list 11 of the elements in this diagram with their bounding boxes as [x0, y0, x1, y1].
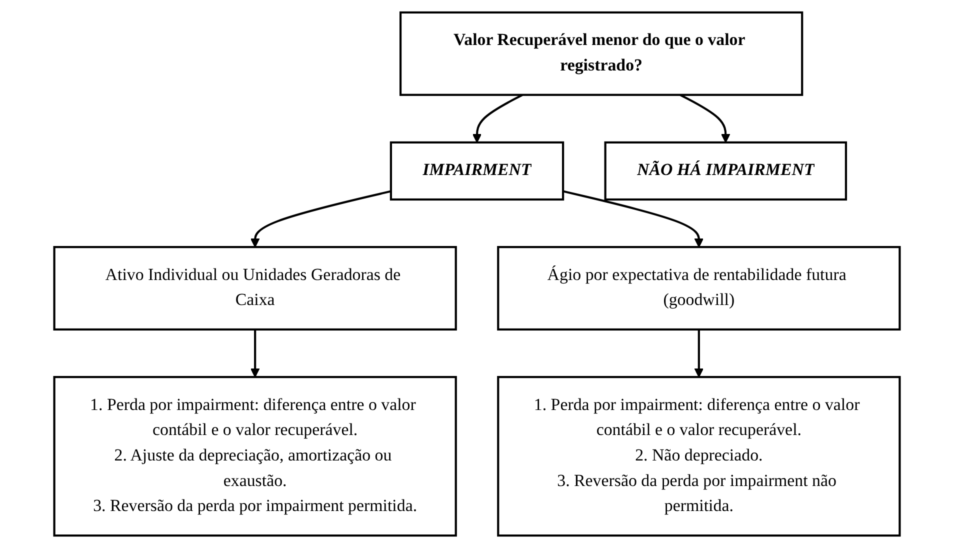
arrow [250, 328, 260, 377]
arrow [679, 93, 730, 142]
node-box: 1. Perda por impairment: diferença entre o valor contábil e o valor recuperável. 2. Ajuste da depreciação, amortização ou exaustão. 3. Reversão da perda por impairment permitida. [52, 375, 456, 536]
node-box: Valor Recuperável menor do que o valor registrado? [398, 10, 803, 96]
arrow [472, 93, 522, 142]
node-box: Ágio por expectativa de rentabilidade futura (goodwill) [496, 246, 900, 330]
arrow [562, 190, 704, 247]
arrow [250, 190, 391, 247]
node-box: 1. Perda por impairment: diferença entre o valor contábil e o valor recuperável. 2. Não depreciado. 3. Reversão da perda por impairment não permitida. [496, 375, 900, 536]
node-box: Ativo Individual ou Unidades Geradoras de Caixa [52, 246, 456, 330]
arrow [694, 328, 704, 377]
